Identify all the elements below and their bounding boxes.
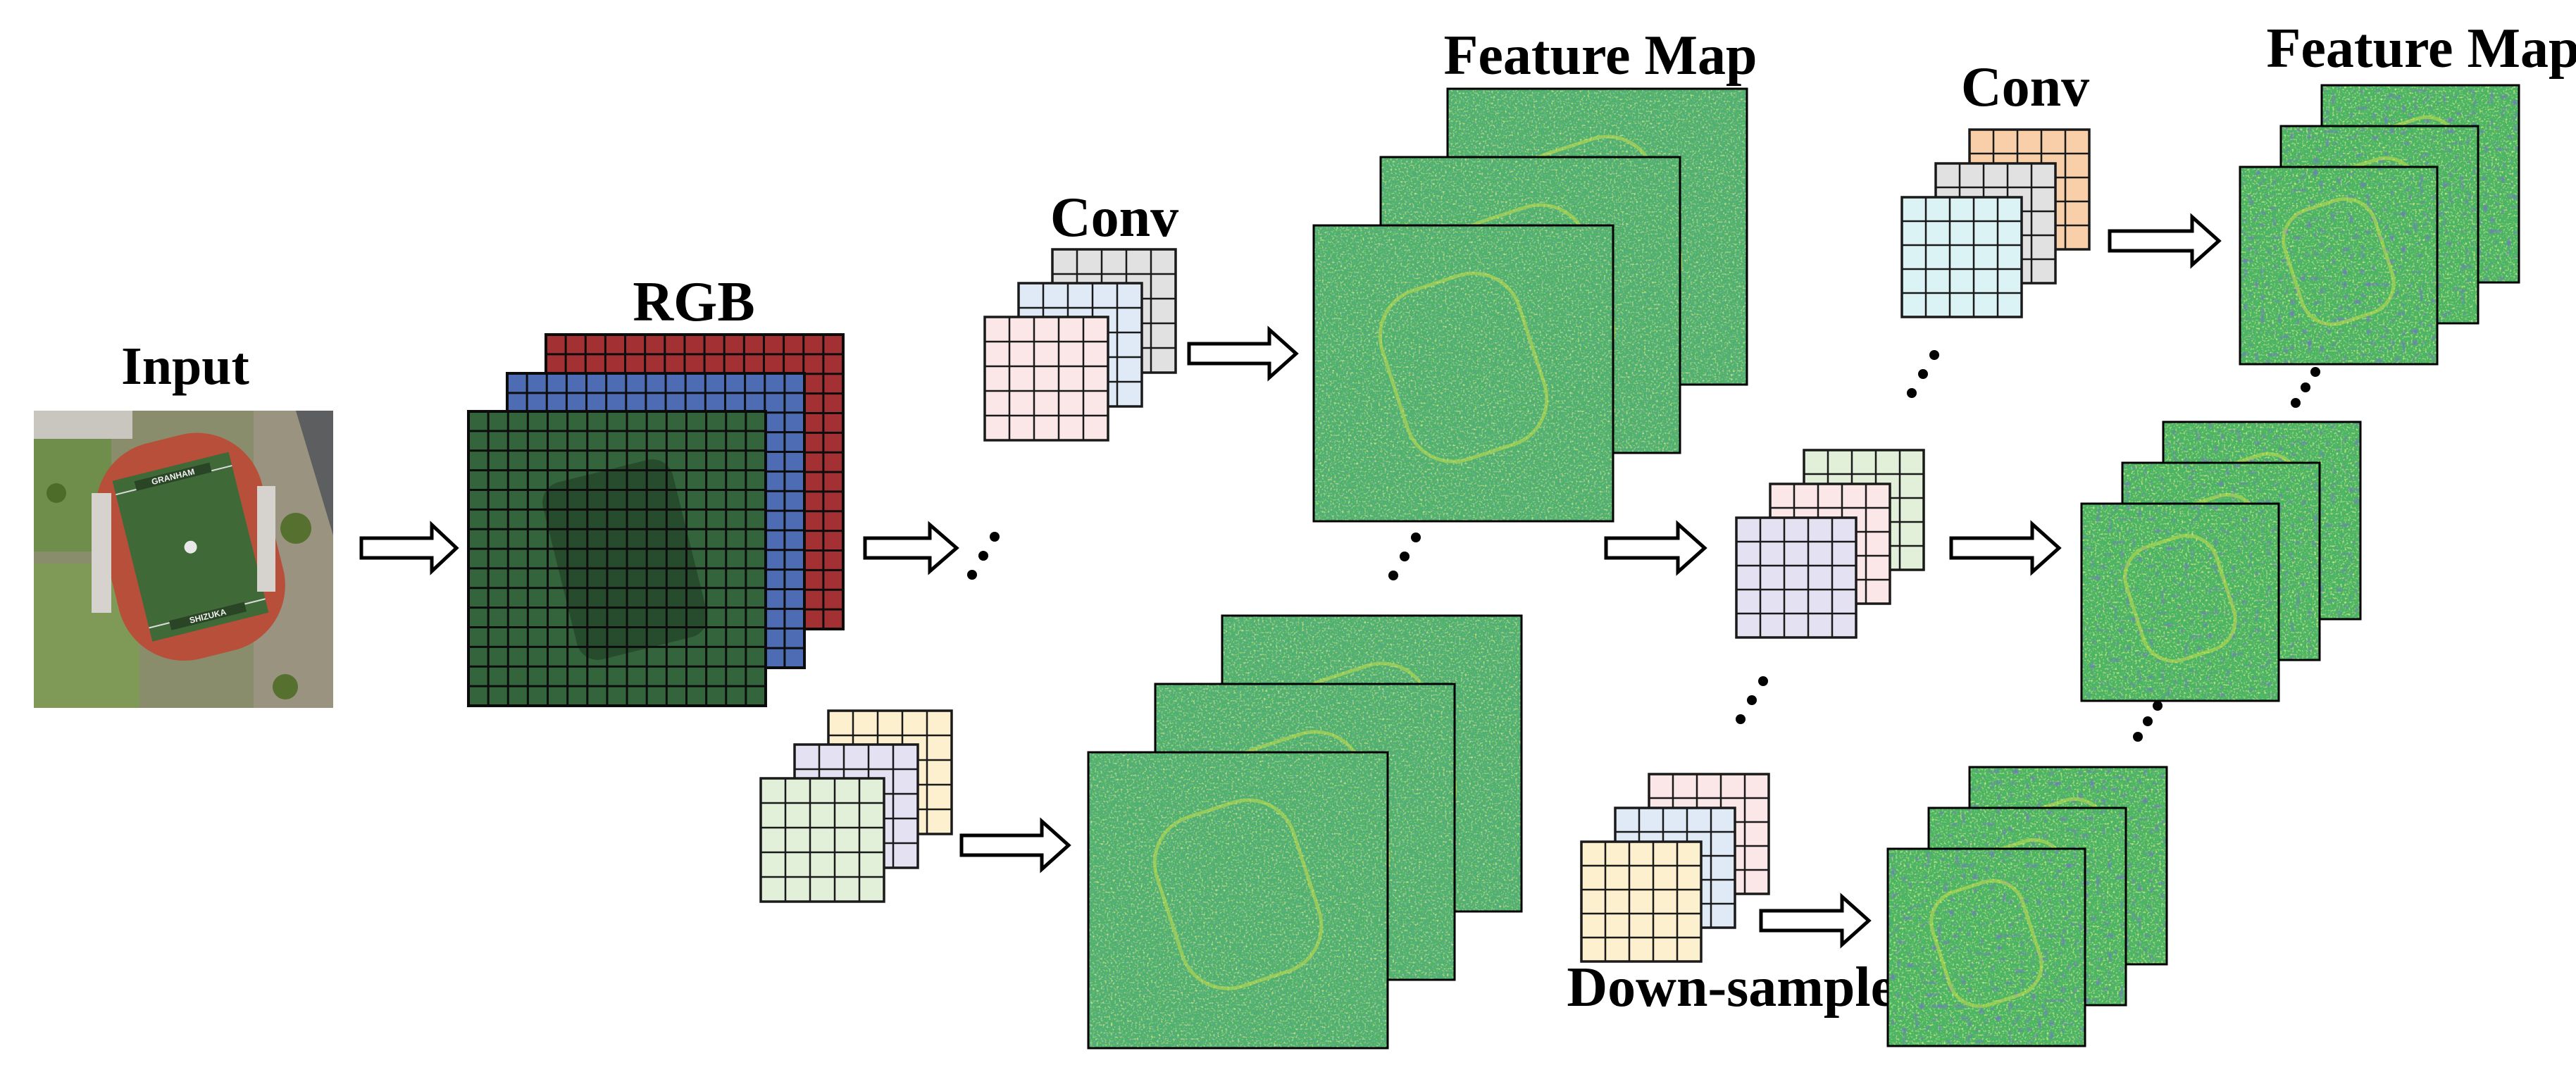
down-sampled-label: Down-sampled	[1567, 957, 1927, 1019]
feature-map	[1087, 751, 1389, 1050]
arrow-icon	[359, 521, 459, 575]
conv-label-1: Conv	[1050, 187, 1178, 249]
feature-map-stack-2	[1087, 614, 1523, 1050]
conv-kernel-stack-4	[1900, 128, 2091, 318]
feature-map-label-1: Feature Map	[1443, 25, 1757, 87]
conv-kernel-stack-5	[1580, 773, 1770, 963]
ellipsis-icons	[967, 350, 2320, 742]
ellipsis-icon	[1736, 676, 1768, 724]
conv-kernel-stack-2	[759, 709, 953, 903]
feature-map-stack-4	[2080, 421, 2362, 702]
conv-kernel-stack-3	[1735, 449, 1925, 639]
arrow-icon	[1949, 520, 2062, 576]
ellipsis-icon	[2133, 701, 2163, 742]
conv-kernel	[759, 777, 885, 903]
feature-map	[2239, 166, 2439, 366]
arrow-icon	[1759, 892, 1872, 949]
arrow-icon	[2108, 213, 2222, 269]
feature-map-label-2: Feature Map	[2266, 18, 2576, 80]
conv-kernel	[1900, 196, 2023, 318]
arrow-icon	[1604, 520, 1707, 576]
input-image: GRANHAM SHIZUKA	[34, 411, 333, 708]
rgb-label: RGB	[633, 271, 754, 333]
conv-kernel-stack-1	[983, 248, 1177, 442]
feature-map	[2080, 502, 2280, 702]
ellipsis-icon	[1388, 533, 1421, 580]
feature-map-stack-5	[1886, 766, 2168, 1047]
conv-kernel	[983, 316, 1109, 442]
feature-map-stack-1	[1312, 87, 1748, 523]
arrow-icon	[863, 521, 959, 575]
ellipsis-icon	[967, 532, 1000, 580]
conv-kernel	[1735, 516, 1858, 639]
rgb-stack	[467, 333, 845, 707]
ellipsis-icon	[2291, 367, 2320, 408]
conv-kernel	[1580, 840, 1703, 963]
conv-label-2: Conv	[1961, 56, 2089, 118]
rgb-channel-green	[467, 410, 767, 707]
arrow-icons	[359, 213, 2222, 949]
feature-map-stack-3	[2239, 84, 2520, 366]
feature-map	[1886, 847, 2086, 1047]
input-label: Input	[121, 337, 249, 396]
arrow-icon	[1187, 325, 1299, 382]
diagram-blocks	[467, 84, 2520, 1050]
ellipsis-icon	[1907, 350, 1939, 398]
arrow-icon	[959, 817, 1071, 873]
feature-map	[1312, 224, 1614, 523]
